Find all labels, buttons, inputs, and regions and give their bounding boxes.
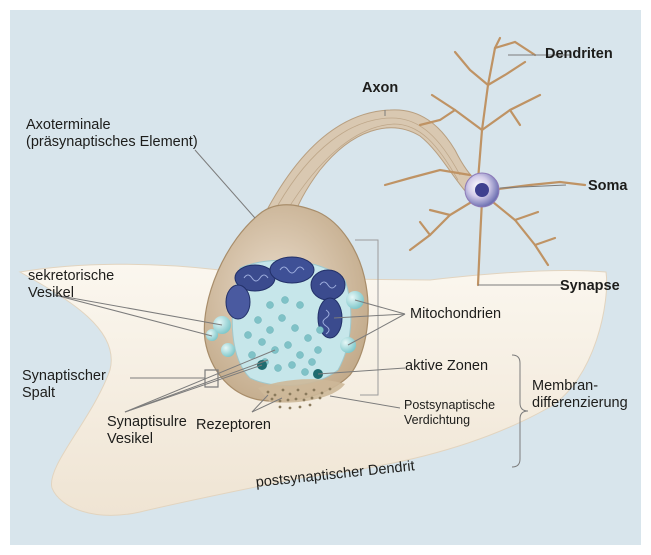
label-synaptisulre-vesikel: Synaptisulre Vesikel bbox=[107, 414, 187, 448]
label-dendriten: Dendriten bbox=[545, 46, 613, 63]
label-postsyn-line1: Postsynaptische bbox=[404, 398, 495, 413]
label-aktive-zonen: aktive Zonen bbox=[405, 358, 488, 375]
label-axoterminale-line2: (präsynaptisches Element) bbox=[26, 134, 198, 151]
label-axon: Axon bbox=[362, 80, 398, 97]
label-synaptischer-line1: Synaptischer bbox=[22, 368, 106, 385]
label-sekretorische-line1: sekretorische bbox=[28, 268, 114, 285]
label-synaptisulre-line2: Vesikel bbox=[107, 431, 187, 448]
label-membran-line1: Membran- bbox=[532, 378, 628, 395]
axon-shape bbox=[268, 110, 478, 222]
label-rezeptoren: Rezeptoren bbox=[196, 417, 271, 434]
label-sekretorische-vesikel: sekretorische Vesikel bbox=[28, 268, 114, 302]
label-sekretorische-line2: Vesikel bbox=[28, 285, 114, 302]
label-synapse: Synapse bbox=[560, 278, 620, 295]
label-membran-line2: differenzierung bbox=[532, 395, 628, 412]
label-postsynaptische-verdichtung: Postsynaptische Verdichtung bbox=[404, 398, 495, 428]
neuron-dendrites bbox=[385, 38, 585, 285]
label-synaptischer-line2: Spalt bbox=[22, 385, 106, 402]
label-postsyn-line2: Verdichtung bbox=[404, 413, 495, 428]
label-mitochondrien: Mitochondrien bbox=[410, 306, 501, 323]
label-synaptisulre-line1: Synaptisulre bbox=[107, 414, 187, 431]
label-axoterminale-line1: Axoterminale bbox=[26, 117, 198, 134]
label-axoterminale: Axoterminale (präsynaptisches Element) bbox=[26, 117, 198, 151]
label-soma: Soma bbox=[588, 178, 628, 195]
label-membrandifferenzierung: Membran- differenzierung bbox=[532, 378, 628, 412]
label-synaptischer-spalt: Synaptischer Spalt bbox=[22, 368, 106, 402]
